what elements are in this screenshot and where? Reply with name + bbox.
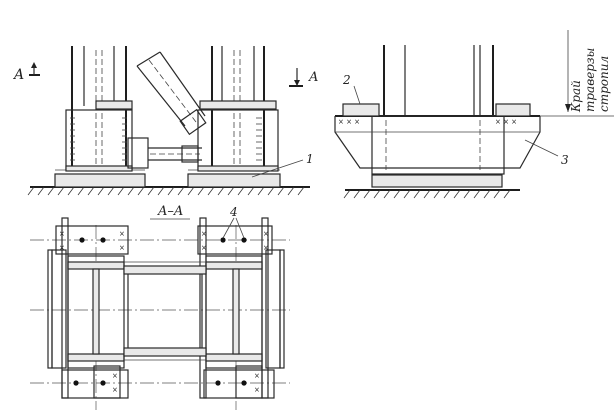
horizontal-strut: [127, 137, 202, 169]
svg-text:× × ×: × × ×: [338, 118, 360, 126]
ground-hatching-right: [343, 189, 511, 199]
tie-beams: [123, 261, 207, 361]
callout-1-label: 1: [306, 152, 314, 166]
svg-text:×: ×: [119, 230, 125, 238]
svg-text:×: ×: [254, 372, 260, 380]
vertical-note-line2: траверзы: [583, 48, 597, 112]
callout-2: 2: [342, 73, 361, 105]
left-cap-plate: [95, 100, 133, 110]
bolt-plate-top-right: × × × ×: [197, 225, 273, 255]
section-arrow-right: A: [289, 68, 318, 87]
svg-text:×: ×: [112, 386, 118, 394]
bolt-plate-bottom-right: × ×: [203, 365, 275, 399]
svg-text:×: ×: [59, 244, 65, 252]
callout-4: 4: [222, 205, 245, 239]
right-cap-plate: [199, 100, 277, 110]
section-arrow-left: A: [12, 62, 40, 83]
svg-text:×: ×: [119, 244, 125, 252]
section-mark-right: A: [308, 70, 318, 85]
front-elevation: A A 1: [12, 46, 318, 196]
bolt-plate-bottom-left: × ×: [61, 365, 129, 399]
svg-text:×: ×: [59, 230, 65, 238]
svg-text:×: ×: [112, 372, 118, 380]
side-cap-plate-right: [495, 103, 531, 117]
callout-2-label: 2: [342, 73, 351, 87]
svg-text:×: ×: [201, 244, 207, 252]
vertical-note: Край траверзы стропил: [569, 48, 611, 113]
ground-hatching-left: [27, 186, 305, 196]
left-rail: [47, 217, 69, 399]
vertical-note-line1: Край: [569, 80, 583, 113]
svg-text:×: ×: [263, 230, 269, 238]
side-base-plate: [371, 174, 503, 188]
section-plan: A–A: [30, 204, 290, 410]
diagonal-brace: [136, 51, 207, 136]
right-rail: [199, 217, 285, 399]
svg-text:×: ×: [263, 244, 269, 252]
callout-3-label: 3: [561, 153, 569, 167]
traverse-beam: × × × × × ×: [334, 115, 541, 175]
section-mark-left: A: [12, 67, 24, 83]
svg-text:×: ×: [254, 386, 260, 394]
section-title: A–A: [157, 204, 183, 219]
callout-4-label: 4: [229, 205, 238, 219]
right-i-beam: [205, 255, 263, 369]
base-plate-right: [187, 173, 281, 188]
side-elevation: × × × × × × Край траверзы стропил 2 3: [334, 30, 614, 199]
svg-text:×: ×: [201, 230, 207, 238]
bolt-plate-top-left: × × × ×: [55, 225, 129, 255]
callout-1: 1: [251, 152, 314, 178]
vertical-note-line3: стропил: [597, 56, 611, 112]
svg-text:× × ×: × × ×: [495, 118, 517, 126]
side-cap-plate-left: [342, 103, 380, 117]
right-column: [197, 46, 279, 172]
base-plate-left: [54, 173, 146, 188]
left-i-beam: [67, 255, 125, 369]
callout-3: 3: [524, 139, 569, 167]
left-column: [65, 46, 133, 172]
